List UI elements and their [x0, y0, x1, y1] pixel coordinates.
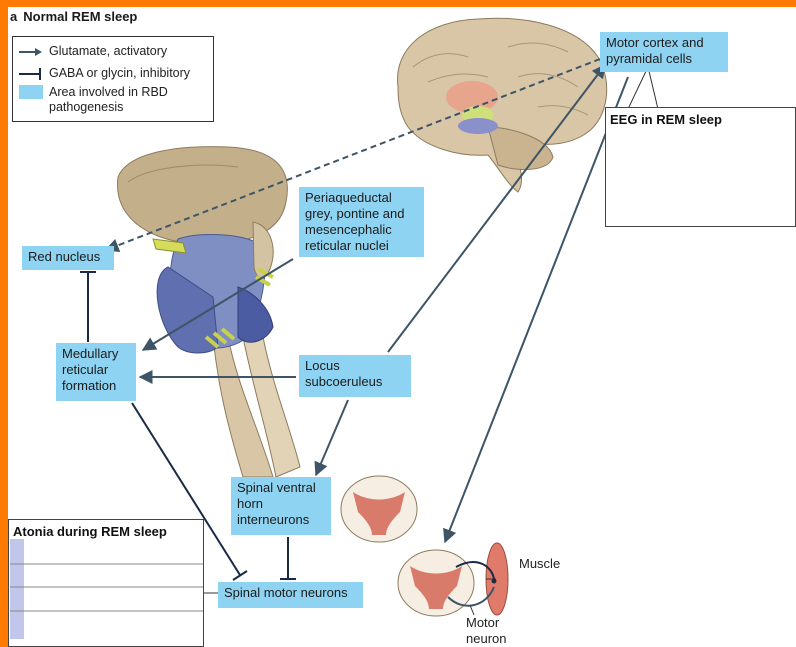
- eeg-panel: EEG in REM sleep: [605, 107, 796, 227]
- red-nucleus-box: Red nucleus: [22, 246, 114, 270]
- legend-label: Area involved in RBD pathogenesis: [49, 85, 199, 115]
- muscle-label: Muscle: [519, 556, 560, 572]
- spinal-motor-box: Spinal motor neurons: [218, 582, 363, 608]
- figure-canvas: a Normal REM sleep Glutamate, activatory …: [8, 7, 796, 647]
- locus-box: Locus subcoeruleus: [299, 355, 411, 397]
- atonia-panel: Atonia during REM sleep: [8, 519, 204, 647]
- medullary-box: Medullary reticular formation: [56, 343, 136, 401]
- pag-box: Periaqueductal grey, pontine and mesence…: [299, 187, 424, 257]
- spinal-interneurons-box: Spinal ventral horn interneurons: [231, 477, 331, 535]
- panel-letter: a: [10, 9, 17, 24]
- locus-to-interneurons-arrow: [316, 400, 348, 475]
- legend-label: Glutamate, activatory: [49, 44, 167, 59]
- legend-label: GABA or glycin, inhibitory: [49, 66, 190, 81]
- blue-swatch-icon: [19, 85, 43, 99]
- inhibitory-bar-icon: [19, 68, 43, 80]
- legend: Glutamate, activatory GABA or glycin, in…: [12, 36, 214, 122]
- atonia-panel-title: Atonia during REM sleep: [13, 524, 167, 539]
- figure-title: a Normal REM sleep: [10, 9, 137, 24]
- eeg-panel-title: EEG in REM sleep: [610, 112, 722, 127]
- legend-item-inhibitory: GABA or glycin, inhibitory: [19, 66, 190, 81]
- arrow-icon: [19, 47, 43, 57]
- spinal-cord-section-top: [341, 476, 417, 542]
- legend-item-activatory: Glutamate, activatory: [19, 44, 167, 59]
- legend-item-rbd-area: Area involved in RBD pathogenesis: [19, 85, 199, 115]
- brainstem-illustration: [118, 147, 300, 477]
- figure-title-text: Normal REM sleep: [23, 9, 137, 24]
- motor-cortex-box: Motor cortex and pyramidal cells: [600, 32, 728, 72]
- motor-neuron-label: Motor neuron: [466, 615, 516, 647]
